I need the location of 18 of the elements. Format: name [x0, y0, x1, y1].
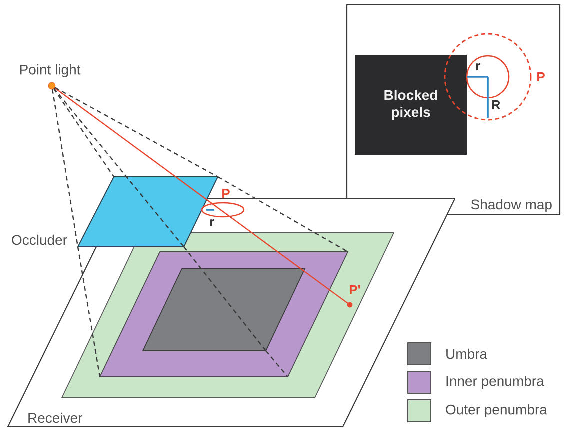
shadow-region — [142, 268, 306, 352]
projection-line — [218, 176, 348, 253]
projection-line — [54, 88, 184, 248]
light-ray — [54, 88, 218, 208]
projection-line — [184, 246, 266, 352]
projection-line — [54, 87, 218, 178]
light-ray — [218, 208, 348, 304]
node-label: Point light — [20, 64, 81, 78]
variable-label: r — [210, 220, 214, 226]
blocked-pixels-box: Blocked pixels — [355, 55, 467, 155]
node-label: Occluder — [12, 234, 68, 246]
variable-label: P — [538, 72, 545, 82]
projection-line — [77, 246, 101, 378]
projection-line — [53, 88, 114, 178]
variable-label: R — [492, 100, 500, 110]
variable-label: P — [222, 189, 230, 198]
projection-line — [266, 350, 288, 378]
point-label: P' — [350, 286, 360, 294]
